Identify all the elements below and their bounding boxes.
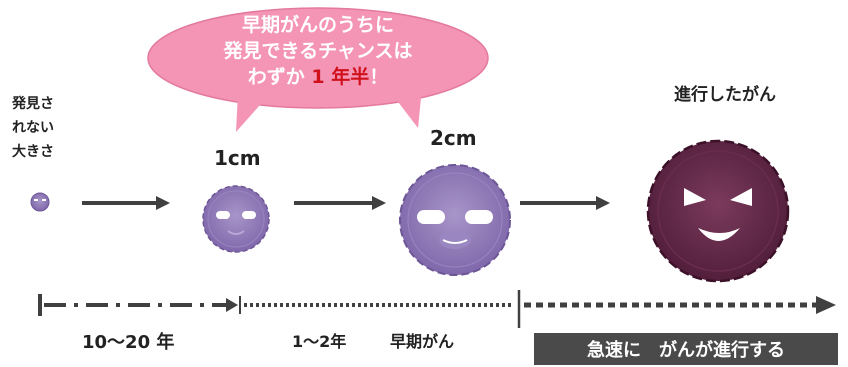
- advanced-cancer-cell-icon: [646, 139, 790, 283]
- undetectable-label-line-3: 大きさ: [12, 144, 54, 160]
- callout-line-3-pre: わずか: [247, 66, 312, 88]
- cancer-cell-2cm-icon: [399, 164, 511, 276]
- undetectable-label-line-1: 発見さ: [12, 96, 54, 112]
- speech-bubble: [147, 7, 489, 132]
- cancer-cell-1cm-icon: [202, 185, 270, 253]
- rapid-progression-banner: 急速に がんが進行する: [534, 333, 838, 365]
- undetectable-size-label: 発見さ れない 大きさ: [12, 92, 54, 164]
- tiny-cancer-cell-icon: [30, 192, 50, 212]
- progress-arrow-2: [294, 196, 386, 210]
- progress-arrow-1: [82, 196, 170, 210]
- progress-arrow-3: [520, 196, 610, 210]
- callout-line-3: わずか 1 年半！: [168, 64, 468, 90]
- callout-line-1: 早期がんのうちに: [241, 14, 394, 36]
- timeline: [38, 290, 836, 328]
- callout-highlight: 1 年半: [311, 66, 370, 88]
- advanced-cancer-label: 進行したがん: [674, 85, 776, 105]
- size-label-2cm: 2cm: [430, 126, 477, 150]
- early-cancer-label: 早期がん: [390, 332, 455, 351]
- callout-text: 早期がんのうちに 発見できるチャンスは わずか 1 年半！: [168, 12, 468, 90]
- size-label-1cm: 1cm: [214, 146, 261, 170]
- undetectable-label-line-2: れない: [12, 120, 54, 136]
- callout-line-2: 発見できるチャンスは: [223, 40, 413, 62]
- period-label-2: 1〜2年: [292, 332, 347, 351]
- period-label-1: 10〜20 年: [82, 332, 175, 353]
- callout-line-3-post: ！: [369, 66, 389, 88]
